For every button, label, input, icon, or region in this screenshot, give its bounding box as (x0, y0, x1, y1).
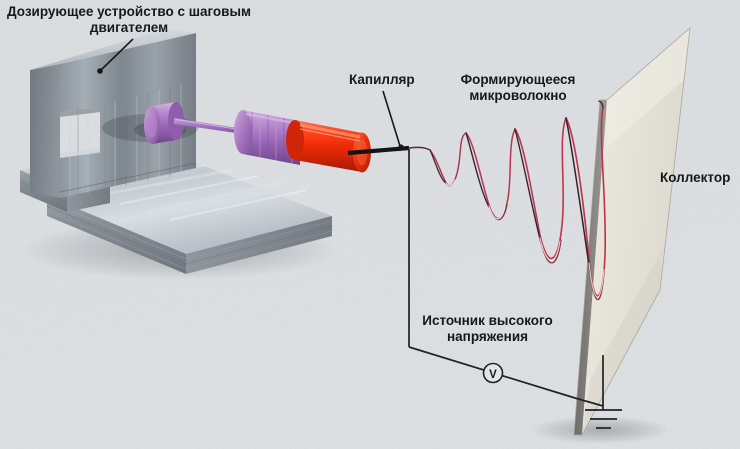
plunger-disc (144, 102, 184, 144)
capillary-needle (347, 145, 410, 156)
voltmeter-symbol: V (482, 362, 504, 384)
leader-pump (100, 38, 134, 71)
stand-notch-upper-face (60, 107, 100, 117)
ground-connector (574, 397, 604, 407)
leader-lines (97, 38, 404, 150)
stand-notch-lower-face (60, 148, 100, 158)
dosing-device-stand (19, 28, 333, 274)
stand-web-front-face (60, 33, 196, 198)
base-plate-right-face (186, 216, 332, 274)
base-plate-front-face (47, 196, 186, 274)
collector-shadow (530, 416, 670, 444)
voltmeter-label: V (489, 369, 497, 381)
forming-microfiber (408, 100, 607, 301)
collector-plate (573, 27, 691, 436)
syringe-barrel (286, 120, 371, 173)
leader-capillary (382, 90, 401, 147)
syringe-assembly (144, 102, 410, 173)
stand-web-left-edge (30, 64, 60, 198)
stand-web-top-face (30, 28, 196, 70)
ground-icon (585, 409, 622, 429)
